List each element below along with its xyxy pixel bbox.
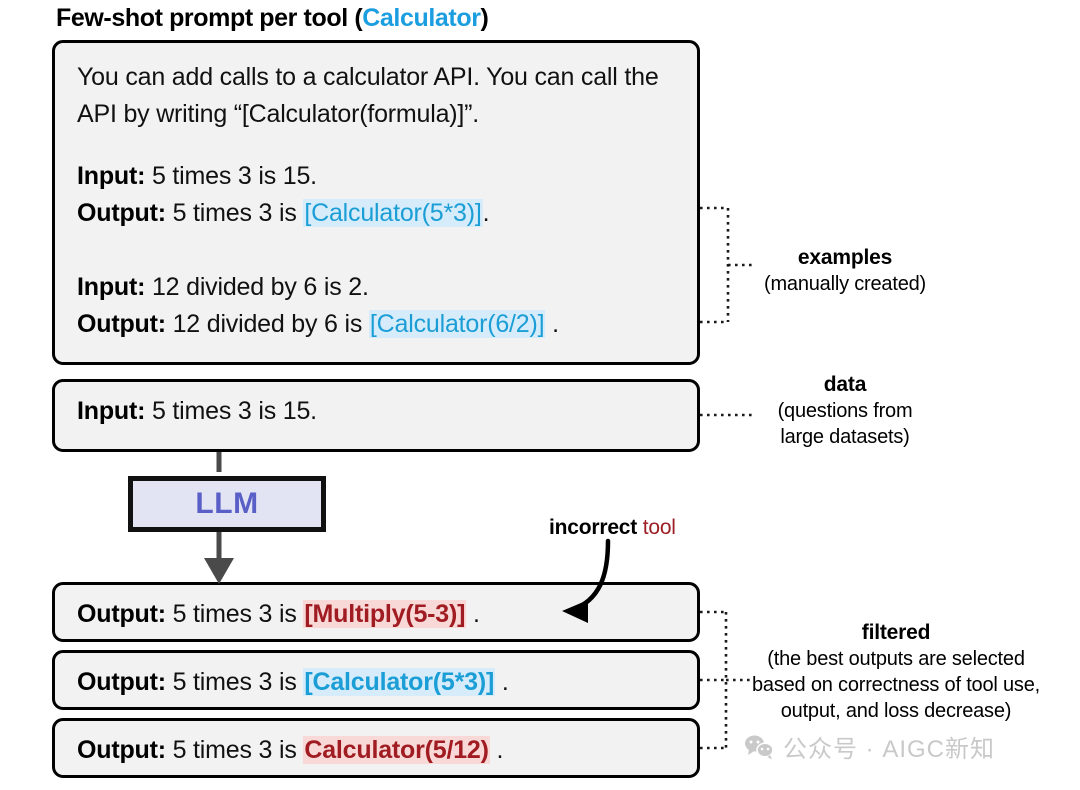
annotation-filtered-sub-1: (the best outputs are selected	[767, 648, 1025, 670]
annotation-data-sub-2: large datasets)	[780, 426, 910, 448]
annotation-data: data (questions from large datasets)	[730, 372, 960, 450]
watermark-text: 公众号 · AIGC新知	[783, 736, 996, 763]
output-box-2: Output: 5 times 3 is [Calculator(5*3)] .	[52, 650, 700, 710]
output-box-3: Output: 5 times 3 is Calculator(5/12) .	[52, 718, 700, 778]
wechat-watermark: 公众号 · AIGC新知	[744, 729, 995, 764]
output-1-tool-call: [Multiply(5-3)]	[303, 600, 467, 628]
example-1-input-text: 5 times 3 is 15.	[145, 162, 317, 190]
example-2-input-label: Input:	[77, 273, 146, 301]
few-shot-prompt-box: You can add calls to a calculator API. Y…	[52, 40, 700, 365]
example-1-tool-call: [Calculator(5*3)]	[303, 199, 483, 227]
annotation-examples: examples (manually created)	[740, 245, 950, 297]
annotation-incorrect-tool: incorrect tool	[549, 516, 676, 540]
llm-label: LLM	[195, 487, 259, 520]
example-1-output: Output: 5 times 3 is [Calculator(5*3)].	[77, 195, 490, 232]
title-close-paren: )	[480, 4, 489, 32]
page-title-main: Few-shot prompt per tool	[56, 4, 355, 32]
example-2-output: Output: 12 divided by 6 is [Calculator(6…	[77, 306, 559, 343]
output-1-prefix: 5 times 3 is	[165, 600, 304, 628]
example-1-input: Input: 5 times 3 is 15.	[77, 158, 317, 195]
example-2-output-label: Output:	[77, 310, 166, 338]
annotation-filtered: filtered (the best outputs are selected …	[726, 620, 1066, 724]
llm-box: LLM	[128, 476, 326, 532]
output-row-3: Output: 5 times 3 is Calculator(5/12) .	[77, 732, 503, 769]
page-title: Few-shot prompt per tool (Calculator)	[56, 4, 489, 33]
output-3-label: Output:	[77, 736, 166, 764]
title-open-paren: (	[354, 4, 363, 32]
output-row-2: Output: 5 times 3 is [Calculator(5*3)] .	[77, 664, 509, 701]
example-1-output-label: Output:	[77, 199, 166, 227]
output-3-tool-call: Calculator(5/12)	[303, 736, 490, 764]
annotation-filtered-sub-3: output, and loss decrease)	[780, 700, 1012, 722]
output-3-prefix: 5 times 3 is	[165, 736, 304, 764]
example-2-input: Input: 12 divided by 6 is 2.	[77, 269, 369, 306]
example-1-output-suffix: .	[482, 199, 490, 227]
example-2-output-suffix: .	[545, 310, 559, 338]
annotation-examples-sub: (manually created)	[763, 273, 927, 295]
prompt-instruction-text: You can add calls to a calculator API. Y…	[77, 63, 659, 128]
page-title-tool-name: Calculator	[362, 4, 481, 32]
example-1-output-prefix: 5 times 3 is	[165, 199, 304, 227]
example-2-tool-call: [Calculator(6/2)]	[368, 310, 546, 338]
data-input-box: Input: 5 times 3 is 15.	[52, 379, 700, 452]
example-2-input-text: 12 divided by 6 is 2.	[145, 273, 369, 301]
output-1-label: Output:	[77, 600, 166, 628]
output-box-1: Output: 5 times 3 is [Multiply(5-3)] .	[52, 582, 700, 642]
output-row-1: Output: 5 times 3 is [Multiply(5-3)] .	[77, 596, 480, 633]
output-3-suffix: .	[489, 736, 504, 764]
output-2-label: Output:	[77, 668, 166, 696]
data-input-row: Input: 5 times 3 is 15.	[77, 393, 317, 430]
annotation-incorrect-word: incorrect	[549, 516, 638, 539]
annotation-tool-word: tool	[637, 516, 676, 539]
annotation-examples-heading: examples	[797, 246, 893, 269]
annotation-filtered-heading: filtered	[861, 621, 931, 644]
data-input-text: 5 times 3 is 15.	[145, 397, 317, 425]
arrow-llm-to-outputs	[204, 532, 234, 584]
output-2-tool-call: [Calculator(5*3)]	[303, 668, 496, 696]
wechat-icon	[745, 735, 774, 759]
annotation-data-sub-1: (questions from	[777, 400, 913, 422]
annotation-data-heading: data	[823, 373, 867, 396]
data-input-label: Input:	[77, 397, 146, 425]
annotation-filtered-sub-2: based on correctness of tool use,	[751, 674, 1041, 696]
example-2-output-prefix: 12 divided by 6 is	[165, 310, 369, 338]
output-2-suffix: .	[495, 668, 509, 696]
output-1-suffix: .	[466, 600, 480, 628]
example-1-input-label: Input:	[77, 162, 146, 190]
output-2-prefix: 5 times 3 is	[165, 668, 304, 696]
